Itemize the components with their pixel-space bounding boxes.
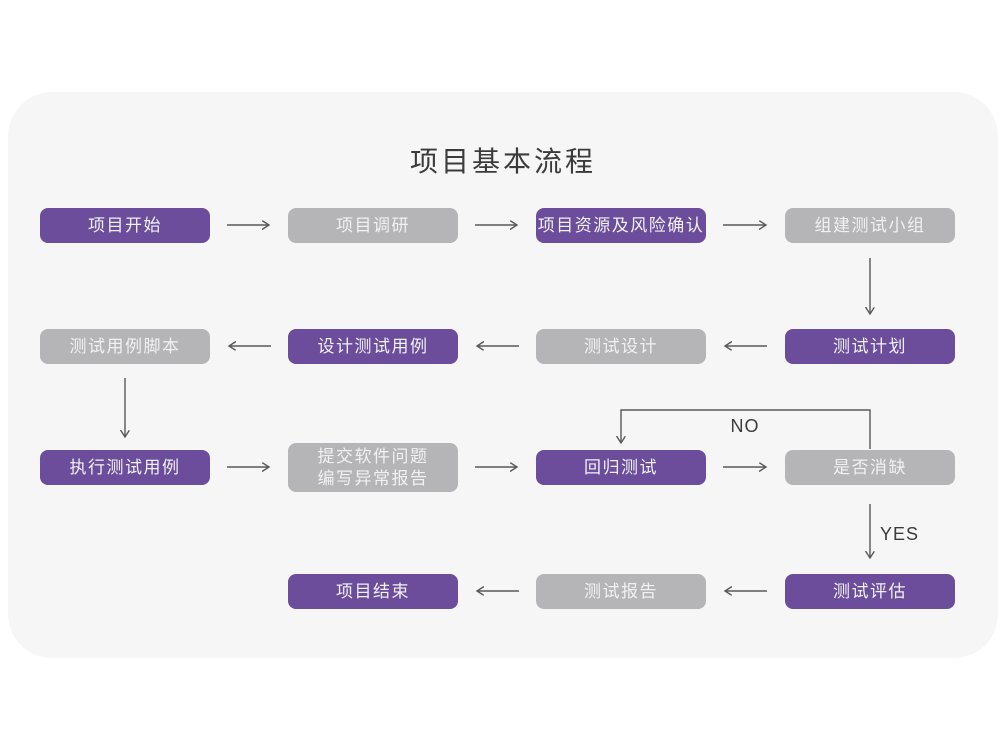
- flow-node-label: 设计测试用例: [317, 336, 429, 356]
- flow-node-defect-cleared: 是否消缺: [785, 450, 955, 485]
- flow-node-label: 项目资源及风险确认: [537, 215, 705, 235]
- flow-node-execute-test-case: 执行测试用例: [40, 450, 210, 485]
- flow-node-label: 项目开始: [88, 215, 162, 235]
- flowchart-card: [8, 92, 998, 658]
- flow-arrow-no-loop-defect-to-regression: [621, 409, 871, 449]
- flow-node-label: 测试评估: [833, 581, 907, 601]
- flow-node-label: 测试用例脚本: [69, 336, 181, 356]
- edge-label-no: NO: [731, 416, 760, 436]
- flow-node-regression-test: 回归测试: [536, 450, 706, 485]
- flow-node-label: 测试设计: [584, 336, 658, 356]
- page-title: 项目基本流程: [409, 146, 596, 177]
- flow-node-label: 编写异常报告: [317, 468, 429, 488]
- flow-node-build-test-team: 组建测试小组: [785, 208, 955, 243]
- flow-node-resource-risk-confirm: 项目资源及风险确认: [536, 208, 706, 243]
- flow-node-label: 测试计划: [833, 336, 907, 356]
- flow-node-test-case-script: 测试用例脚本: [40, 329, 210, 364]
- flow-node-test-evaluate: 测试评估: [785, 574, 955, 609]
- flow-node-label: 测试报告: [584, 581, 658, 601]
- flow-node-project-start: 项目开始: [40, 208, 210, 243]
- flow-node-design-test-case: 设计测试用例: [288, 329, 458, 364]
- flow-node-label: 项目结束: [336, 581, 410, 601]
- flow-node-test-design: 测试设计: [536, 329, 706, 364]
- flow-node-label: 项目调研: [336, 215, 410, 235]
- flow-node-label: 组建测试小组: [814, 215, 926, 235]
- flow-node-project-research: 项目调研: [288, 208, 458, 243]
- flow-node-submit-issue-write-report: 提交软件问题编写异常报告: [288, 443, 458, 492]
- flow-node-test-plan: 测试计划: [785, 329, 955, 364]
- flow-node-project-end: 项目结束: [288, 574, 458, 609]
- flow-node-label: 是否消缺: [833, 457, 907, 477]
- flow-node-label: 回归测试: [584, 457, 658, 477]
- edge-label-yes: YES: [880, 524, 919, 544]
- flow-node-label: 执行测试用例: [69, 457, 181, 477]
- flow-node-label: 提交软件问题: [317, 446, 429, 466]
- flow-node-test-report: 测试报告: [536, 574, 706, 609]
